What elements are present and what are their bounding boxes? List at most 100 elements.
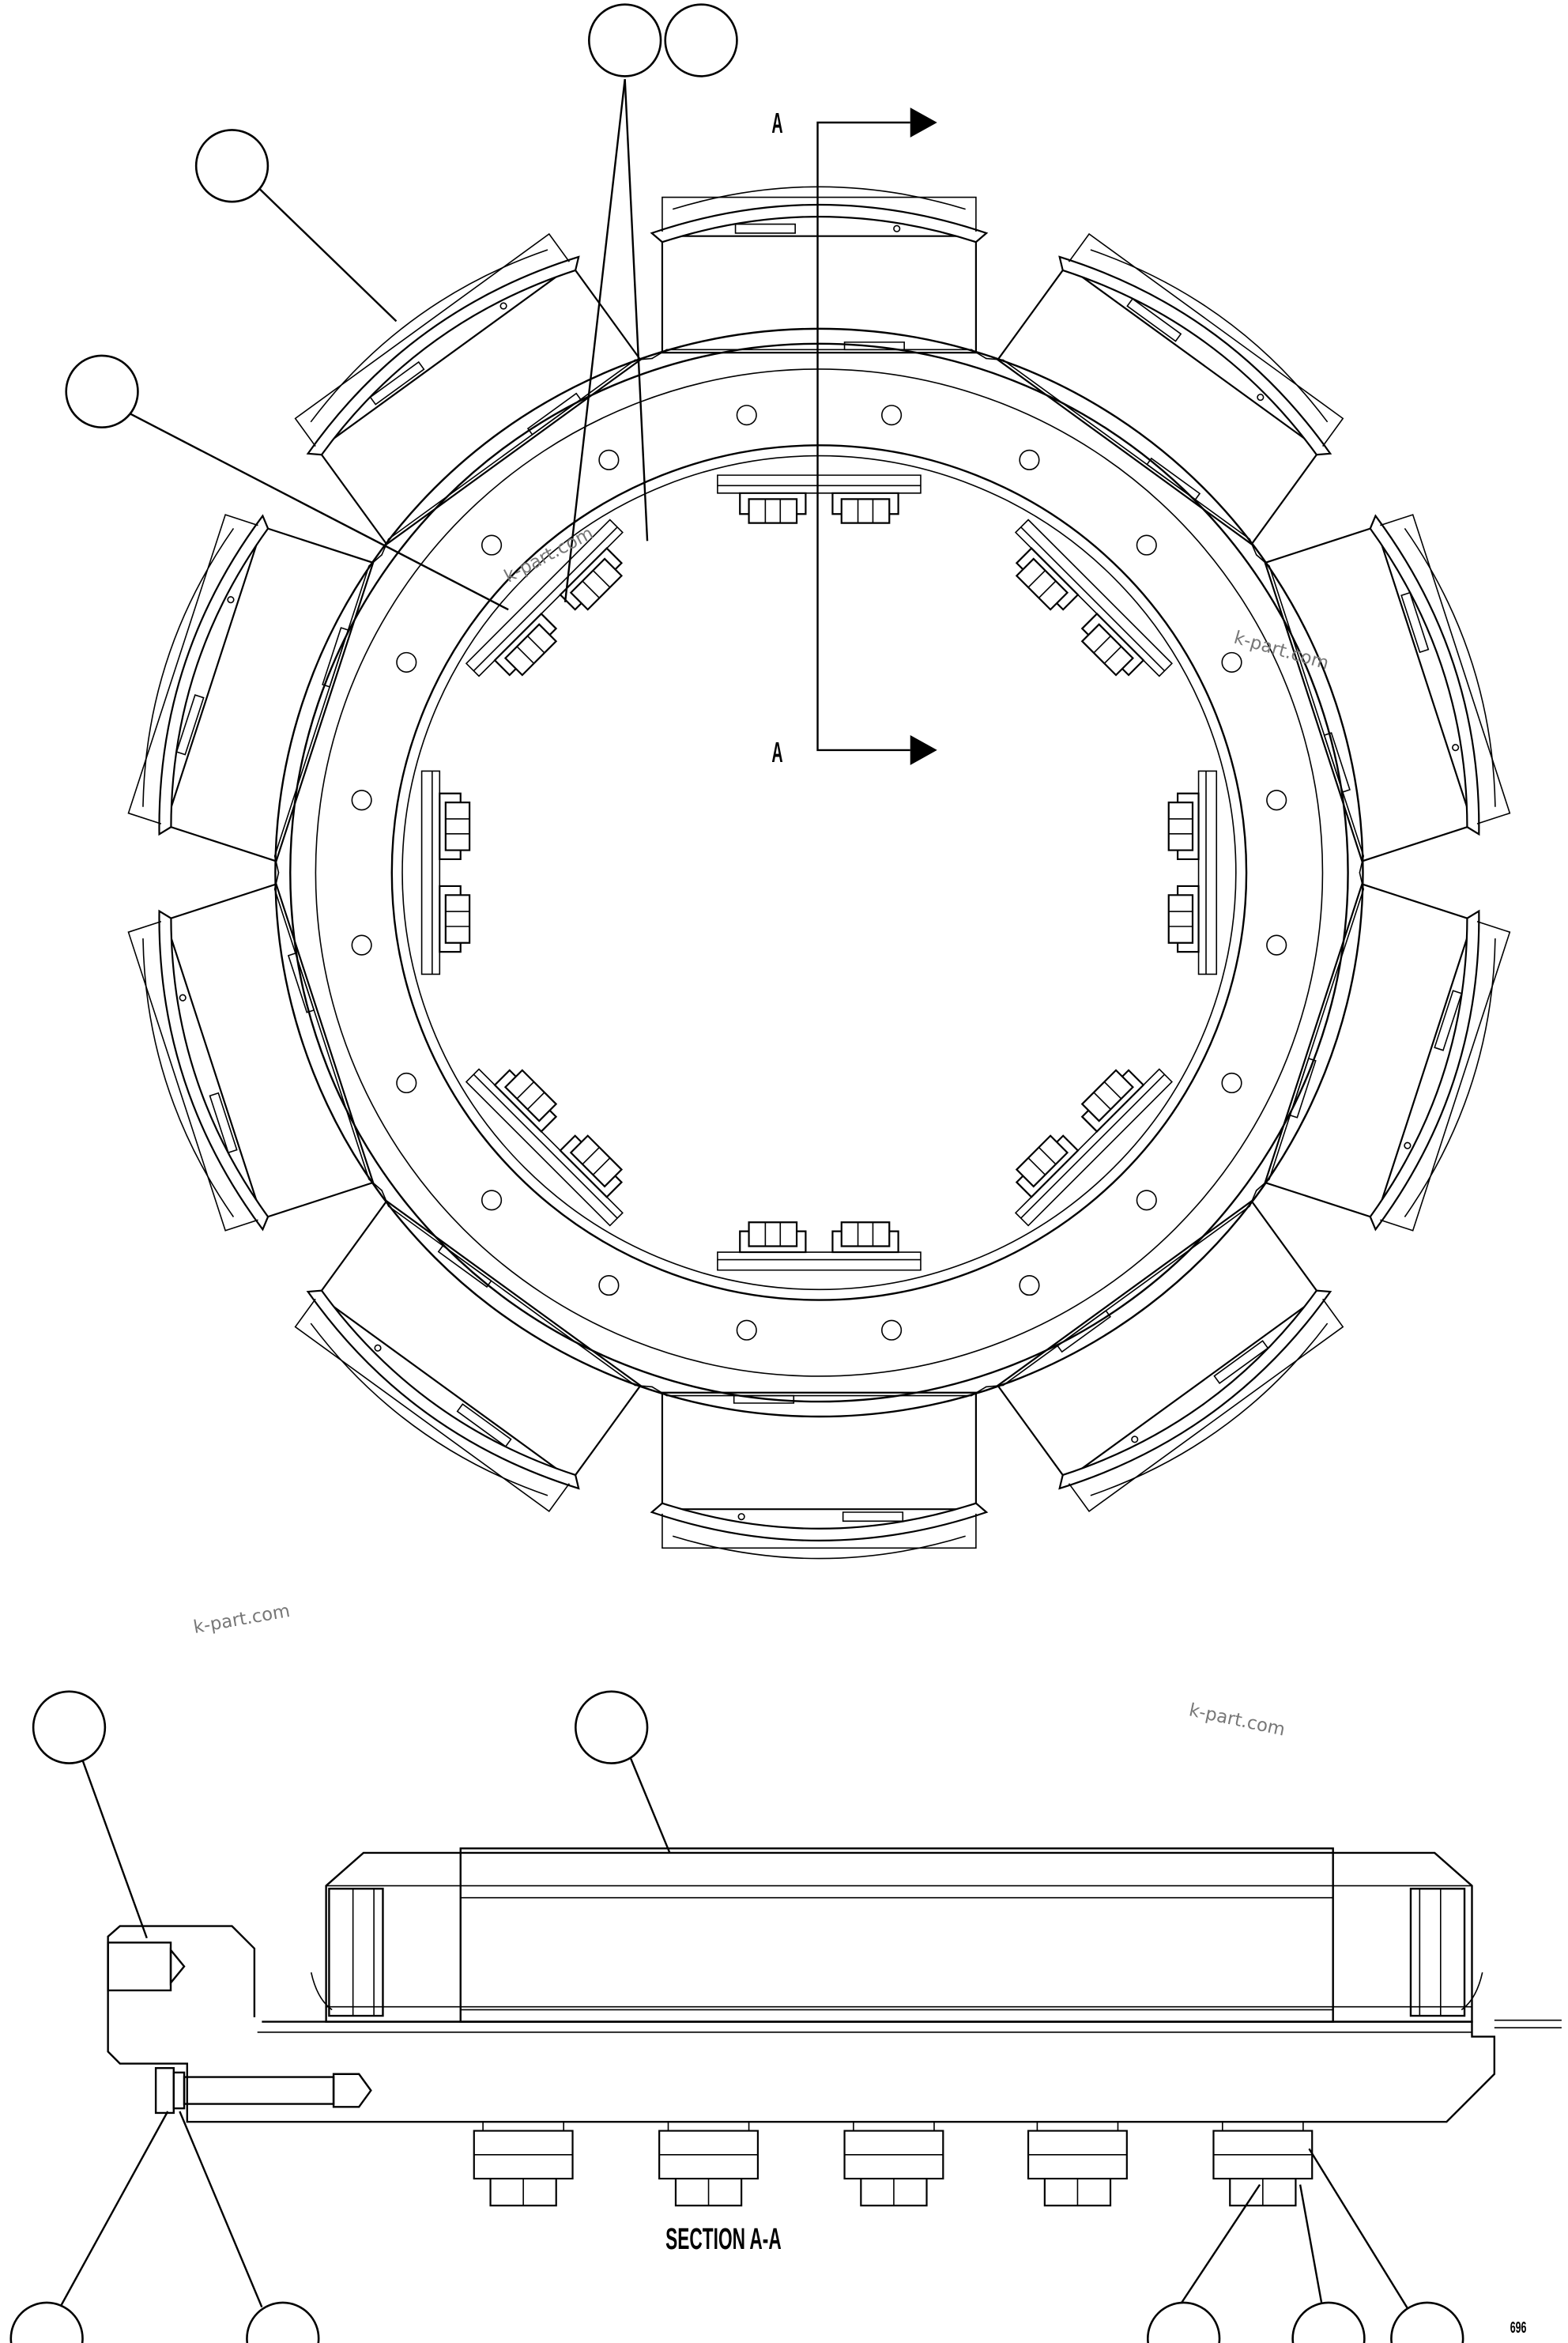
hex-nut (1169, 794, 1199, 859)
track-shoe (115, 501, 383, 873)
hex-nut (560, 549, 628, 617)
pin-tip (334, 2074, 371, 2107)
section-marker-top: A (771, 108, 782, 140)
right-clamp-curve (1461, 1972, 1482, 2009)
section-title: SECTION A-A (665, 2222, 782, 2255)
track-shoe (115, 873, 383, 1244)
outer-rim-inner-edge (290, 344, 1348, 1402)
right-clamp-inner (1419, 1888, 1440, 2016)
bracket-block (108, 1942, 171, 1990)
section-nut (474, 2122, 573, 2205)
right-clamp (1411, 1888, 1464, 2016)
section-nut (1213, 2122, 1312, 2205)
bolt-hole (482, 1190, 502, 1210)
callout-bubble (247, 2303, 318, 2343)
hex-nut (832, 1222, 898, 1252)
bolt-hole (1222, 1073, 1242, 1093)
hex-nut (832, 493, 898, 523)
section-nut (659, 2122, 758, 2205)
bolt-plate (422, 771, 440, 974)
callout-bubble (589, 5, 661, 77)
track-shoe (986, 1190, 1357, 1526)
hex-nut (560, 1130, 628, 1198)
bolt-plate (1016, 1070, 1172, 1226)
section-marker-bottom: A (771, 738, 782, 769)
guard-housing (326, 1853, 1472, 2022)
watermark: k-part.com (1187, 1700, 1287, 1741)
hex-nut (1010, 549, 1078, 617)
shoe-body (461, 1848, 1333, 2021)
track-shoe (1256, 501, 1523, 873)
sheet-code: 696 (1510, 2317, 1527, 2336)
track-shoe (652, 187, 986, 358)
left-clamp (329, 1888, 383, 2016)
bolt-plates (422, 475, 1217, 1270)
left-clamp-inner (353, 1888, 374, 2016)
section-nut-stacks (474, 2122, 1312, 2205)
bolt-plate (1199, 771, 1217, 974)
bolt-plate (1016, 519, 1172, 676)
bolt-hole (1136, 535, 1156, 555)
hex-nut (1076, 1064, 1144, 1132)
bolt-hole (352, 935, 371, 955)
bolt-hole (1267, 935, 1287, 955)
bolt-hole (882, 1320, 902, 1340)
hex-nut (740, 493, 805, 523)
track-shoe (281, 1190, 652, 1526)
inner-bore-edge (402, 456, 1236, 1290)
track-shoe (1256, 873, 1523, 1244)
bolt-plate (718, 1252, 921, 1270)
track-shoe (986, 220, 1357, 556)
base-plate (108, 1926, 1494, 2122)
callout-bubble (575, 1692, 647, 1764)
callout-bubble (196, 130, 268, 202)
bolt-hole (599, 451, 619, 470)
hex-nut (495, 613, 563, 681)
bolt-plate (466, 519, 623, 676)
section-nut (1028, 2122, 1127, 2205)
hex-nut (1076, 613, 1144, 681)
inner-bore (392, 445, 1246, 1300)
bolt-hole (1020, 1276, 1039, 1296)
hex-nuts (439, 493, 1198, 1252)
bolt-plate (718, 475, 921, 493)
section-nut (845, 2122, 944, 2205)
bolt-hole (1222, 653, 1242, 673)
plan-view-idler-assembly: A A (115, 108, 1523, 1558)
watermark: k-part.com (192, 1601, 292, 1638)
hex-nut (1010, 1130, 1078, 1198)
outer-rim (275, 329, 1363, 1417)
track-shoe (281, 220, 652, 556)
callout-leaders (60, 79, 1408, 2308)
bolt-hole (352, 790, 371, 810)
hex-nut (1169, 886, 1199, 952)
callout-bubble (665, 5, 737, 77)
bolt-hole (1020, 451, 1039, 470)
bolt-hole (882, 406, 902, 425)
left-clamp-curve (311, 1972, 332, 2009)
callout-bubble (11, 2303, 83, 2343)
bolt-hole (482, 535, 502, 555)
hex-nut (439, 794, 469, 859)
section-line-a-a: A A (771, 108, 937, 769)
callout-bubble (1391, 2303, 1463, 2343)
bolt-hole (737, 1320, 756, 1340)
bolt-hole-circle (352, 406, 1286, 1340)
track-shoe (652, 1387, 986, 1558)
bolt-hole (397, 1073, 416, 1093)
bolt-hole (599, 1276, 619, 1296)
bracket-tip (171, 1950, 184, 1983)
hex-nut (439, 886, 469, 952)
callout-bubble (1148, 2303, 1219, 2343)
bolt-plate (466, 1070, 623, 1226)
callout-bubble (66, 356, 138, 428)
callout-bubble (1293, 2303, 1365, 2343)
pin-head (156, 2068, 174, 2113)
pin-shaft (184, 2077, 334, 2104)
bolt-hole (737, 406, 756, 425)
mounting-ring-outer (315, 369, 1322, 1376)
hex-nut (740, 1222, 805, 1252)
bolt-hole (1136, 1190, 1156, 1210)
pin-collar (174, 2073, 184, 2108)
